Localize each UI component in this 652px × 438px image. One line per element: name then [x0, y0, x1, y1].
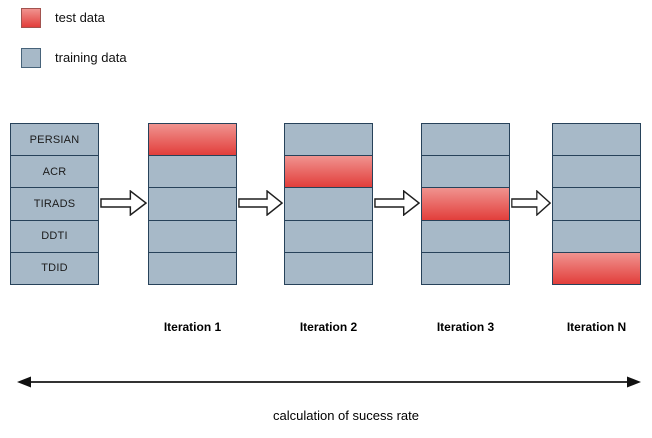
legend-label-training: training data [55, 50, 127, 65]
iteration-caption-3: Iteration 3 [436, 320, 495, 334]
iteration-caption-2: Iteration 2 [299, 320, 358, 334]
iteration-caption-1: Iteration 1 [163, 320, 222, 334]
test-fold-cell [422, 188, 509, 221]
iteration-column-3 [421, 123, 510, 285]
test-fold-cell [149, 124, 236, 157]
training-fold-cell [285, 124, 372, 157]
dataset-cell-tirads: TIRADS [11, 188, 98, 221]
training-fold-cell [422, 124, 509, 157]
flow-arrow-icon [100, 190, 147, 216]
iteration-column-4 [552, 123, 641, 285]
training-fold-cell [553, 124, 640, 157]
training-fold-cell [149, 188, 236, 221]
training-fold-cell [285, 220, 372, 253]
iteration-column-2 [284, 123, 373, 285]
test-fold-cell [553, 252, 640, 285]
success-rate-span-arrow-icon [17, 376, 641, 388]
training-fold-cell [553, 156, 640, 189]
flow-arrow-icon [511, 190, 551, 216]
legend-label-test: test data [55, 10, 105, 25]
dataset-cell-ddti: DDTI [11, 220, 98, 253]
training-fold-cell [149, 252, 236, 285]
test-fold-cell [285, 156, 372, 189]
training-fold-cell [422, 220, 509, 253]
footer-caption: calculation of sucess rate [273, 408, 419, 423]
dataset-cell-persian: PERSIAN [11, 124, 98, 157]
training-fold-cell [422, 156, 509, 189]
iteration-column-1 [148, 123, 237, 285]
training-fold-cell [422, 252, 509, 285]
iteration-caption-4: Iteration N [566, 320, 627, 334]
flow-arrow-icon [374, 190, 420, 216]
training-fold-cell [553, 220, 640, 253]
training-fold-cell [285, 188, 372, 221]
test-data-swatch-icon [21, 8, 41, 28]
training-fold-cell [149, 220, 236, 253]
training-fold-cell [149, 156, 236, 189]
dataset-cell-tdid: TDID [11, 252, 98, 285]
dataset-cell-acr: ACR [11, 156, 98, 189]
training-fold-cell [553, 188, 640, 221]
flow-arrow-icon [238, 190, 283, 216]
training-data-swatch-icon [21, 48, 41, 68]
training-fold-cell [285, 252, 372, 285]
